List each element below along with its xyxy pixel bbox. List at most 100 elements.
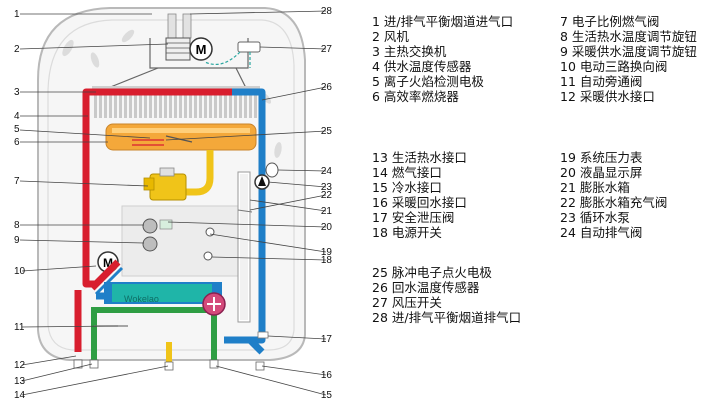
callout-number: 24 bbox=[321, 166, 333, 177]
heat-exchanger-fin bbox=[219, 94, 222, 118]
callout-number: 25 bbox=[321, 126, 333, 137]
legend-item: 27 风压开关 bbox=[372, 295, 442, 310]
heat-exchanger-fin bbox=[119, 94, 122, 118]
callout-number: 23 bbox=[321, 182, 333, 193]
legend-col2-group1: 7 电子比例燃气阀 8 生活热水温度调节旋钮 9 采暖供水温度调节旋钮 10 电… bbox=[560, 14, 697, 104]
legend-item: 25 脉冲电子点火电极 bbox=[372, 265, 492, 280]
callout-number: 9 bbox=[14, 235, 20, 246]
lcd-display bbox=[159, 219, 173, 230]
gas-valve bbox=[149, 173, 187, 201]
leader-line bbox=[261, 86, 327, 101]
callout-number: 5 bbox=[14, 124, 20, 135]
legend-item: 8 生活热水温度调节旋钮 bbox=[560, 29, 697, 44]
fan-hood bbox=[149, 38, 249, 69]
casing-inner-outline bbox=[47, 19, 295, 351]
callout-number: 11 bbox=[14, 322, 25, 333]
legend-item: 7 电子比例燃气阀 bbox=[560, 14, 660, 29]
heat-exchanger-fin bbox=[174, 94, 177, 118]
leader-line bbox=[267, 181, 327, 188]
legend-item: 28 进/排气平衡烟道排气口 bbox=[372, 310, 522, 325]
leader-line bbox=[21, 355, 77, 366]
legend-item: 4 供水温度传感器 bbox=[372, 59, 472, 74]
callout-number: 6 bbox=[14, 137, 20, 148]
callout-number: 26 bbox=[321, 82, 333, 93]
legend-item: 12 采暖供水接口 bbox=[560, 89, 655, 104]
leader-line bbox=[211, 256, 327, 261]
legend-col1-group1: 1 进/排气平衡烟道进气口 2 风机 3 主热交换机 4 供水温度传感器 5 离… bbox=[372, 14, 513, 104]
heat-exchanger-fins bbox=[94, 94, 257, 118]
callout-number: 14 bbox=[14, 390, 26, 401]
heat-exchanger-fin bbox=[239, 94, 242, 118]
legend-item: 22 膨胀水箱充气阀 bbox=[560, 195, 668, 210]
callout-number: 20 bbox=[321, 222, 333, 233]
leader-line bbox=[19, 239, 145, 244]
auto-air-vent bbox=[265, 162, 279, 178]
legend-item: 19 系统压力表 bbox=[560, 150, 643, 165]
leader-line bbox=[277, 169, 327, 172]
legend-item: 17 安全泄压阀 bbox=[372, 210, 455, 225]
legend-item: 9 采暖供水温度调节旋钮 bbox=[560, 44, 697, 59]
supply-pipes bbox=[74, 88, 258, 352]
callout-number: 27 bbox=[321, 44, 333, 55]
callout-number: 21 bbox=[321, 206, 333, 217]
legend-item: 6 高效率燃烧器 bbox=[372, 89, 459, 104]
heat-exchanger-fin bbox=[184, 94, 187, 118]
legend-item: 16 采暖回水接口 bbox=[372, 195, 467, 210]
callout-number: 12 bbox=[14, 360, 26, 371]
callout-number: 15 bbox=[321, 390, 333, 401]
callout-number: 19 bbox=[321, 247, 333, 258]
leader-line bbox=[249, 194, 327, 211]
heat-exchanger-fin bbox=[179, 94, 182, 118]
leader-line bbox=[259, 46, 327, 50]
leader-line bbox=[21, 265, 97, 272]
watermark-text: Wokelao bbox=[124, 294, 159, 304]
power-switch bbox=[203, 251, 213, 261]
three-way-valve-label: M bbox=[103, 256, 113, 270]
leader-line bbox=[21, 325, 119, 328]
heat-exchanger-fin bbox=[224, 94, 227, 118]
heat-exchanger-fin bbox=[129, 94, 132, 118]
legend-col2-group2: 19 系统压力表 20 液晶显示屏 21 膨胀水箱 22 膨胀水箱充气阀 23 … bbox=[560, 150, 667, 240]
leader-lines bbox=[19, 10, 327, 396]
heat-exchanger-fin bbox=[94, 94, 97, 118]
legend-item: 2 风机 bbox=[372, 29, 409, 44]
heat-exchanger-fin bbox=[104, 94, 107, 118]
fan-motor-icon bbox=[189, 37, 213, 61]
heat-exchanger-fin bbox=[244, 94, 247, 118]
heat-exchanger-fin bbox=[234, 94, 237, 118]
callout-number: 1 bbox=[14, 9, 20, 20]
callout-number: 7 bbox=[14, 176, 20, 187]
leader-line bbox=[19, 180, 149, 187]
leader-line bbox=[189, 10, 327, 15]
callout-number: 3 bbox=[14, 87, 20, 98]
heat-exchanger-fin bbox=[214, 94, 217, 118]
ignition-electrode bbox=[132, 139, 164, 146]
legend-item: 18 电源开关 bbox=[372, 225, 442, 240]
leader-line bbox=[21, 363, 93, 382]
flue-inner bbox=[167, 13, 177, 39]
heat-exchanger-fin bbox=[229, 94, 232, 118]
legend-item: 5 离子火焰检测电极 bbox=[372, 74, 484, 89]
heat-exchanger-fin bbox=[149, 94, 152, 118]
legend-item: 13 生活热水接口 bbox=[372, 150, 467, 165]
legend-item: 26 回水温度传感器 bbox=[372, 280, 480, 295]
leader-line bbox=[261, 365, 327, 376]
callout-number: 2 bbox=[14, 44, 20, 55]
fan-motor-label: M bbox=[196, 42, 207, 57]
legend-item: 11 自动旁通阀 bbox=[560, 74, 643, 89]
legend-item: 24 自动排气阀 bbox=[560, 225, 643, 240]
heat-exchanger-fin bbox=[194, 94, 197, 118]
heating-temp-knob bbox=[142, 236, 158, 252]
legend-col1-group2: 13 生活热水接口 14 燃气接口 15 冷水接口 16 采暖回水接口 17 安… bbox=[372, 150, 467, 240]
heat-exchanger-fin bbox=[134, 94, 137, 118]
legend-col1-group3: 25 脉冲电子点火电极 26 回水温度传感器 27 风压开关 28 进/排气平衡… bbox=[372, 265, 521, 325]
cold-water-pipes bbox=[91, 307, 217, 360]
leader-line bbox=[167, 221, 327, 228]
heat-exchanger-fin bbox=[144, 94, 147, 118]
air-pressure-switch bbox=[237, 41, 261, 53]
legend-item: 23 循环水泵 bbox=[560, 210, 630, 225]
leader-line bbox=[165, 130, 327, 141]
legend-item: 21 膨胀水箱 bbox=[560, 180, 630, 195]
